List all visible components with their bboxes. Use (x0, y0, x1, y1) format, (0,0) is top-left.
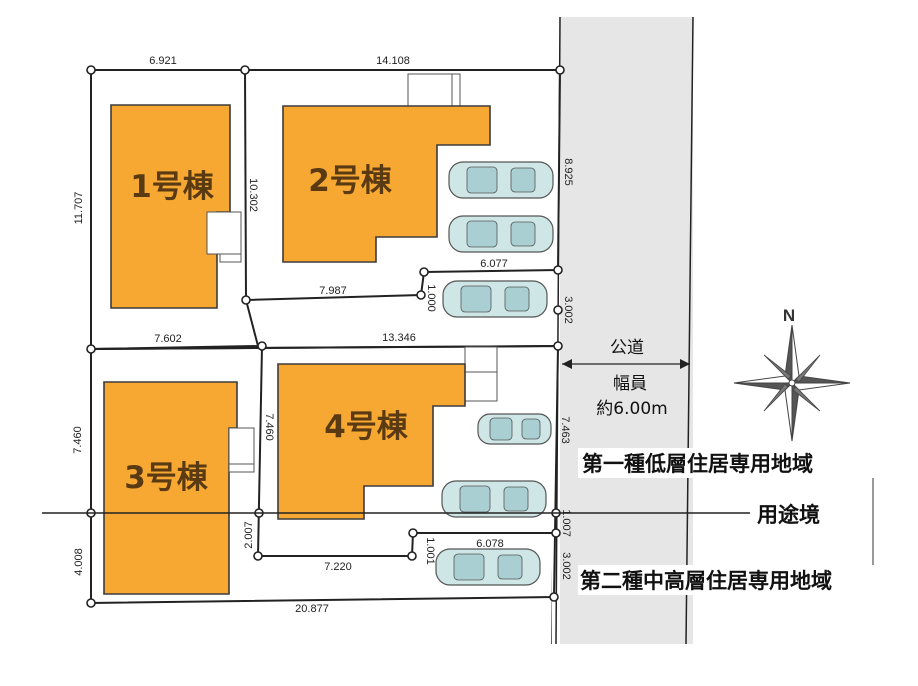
parking-car (441, 480, 547, 518)
dimension-label: 6.921 (149, 55, 177, 67)
building-2: 2号棟 (282, 73, 491, 263)
road-width-arrow (562, 359, 690, 369)
building-2-label: 2号棟 (308, 163, 393, 199)
parking-car (477, 413, 552, 445)
dimension-label: 13.346 (382, 332, 416, 344)
dimension-label: 3.002 (562, 296, 574, 324)
zoning-upper-label: 第一種低層住居専用地域 (582, 452, 813, 476)
parking-car (435, 548, 541, 586)
building-3-label: 3号棟 (124, 460, 209, 496)
building-4: 4号棟 (277, 346, 498, 520)
dimension-label: 4.008 (73, 548, 85, 576)
building-1: 1号棟 (110, 104, 242, 309)
dimension-label: 7.460 (72, 426, 84, 454)
zoning-boundary-label: 用途境 (757, 503, 820, 527)
dimension-label: 14.108 (376, 55, 410, 67)
dimension-label: 3.002 (560, 552, 572, 580)
building-3: 3号棟 (103, 381, 255, 595)
dimension-label: 7.220 (324, 561, 352, 573)
dimension-labels: 6.921 14.108 11.707 10.302 8.925 6.077 7… (72, 55, 574, 615)
compass-north-label: N (783, 306, 795, 325)
dimension-label: 7.987 (319, 285, 347, 297)
dimension-label: 6.077 (480, 258, 508, 270)
dimension-label: 11.707 (73, 192, 85, 225)
lot-1 (90, 69, 260, 351)
lot-2 (245, 69, 562, 301)
dimension-label: 1.000 (425, 284, 437, 312)
public-road (551, 16, 694, 645)
road-width-value: 約6.00m (596, 399, 667, 419)
dimension-label: 8.925 (562, 158, 574, 186)
road-surface (558, 17, 693, 644)
dimension-label: 6.078 (476, 538, 504, 550)
survey-points (86, 65, 565, 608)
zoning-lower-label: 第二種中高層住居専用地域 (580, 569, 832, 593)
dimension-label: 2.007 (243, 521, 255, 549)
dimension-label: 1.001 (424, 537, 436, 565)
lot-4 (258, 532, 556, 557)
dimension-label: 20.877 (295, 603, 329, 615)
dimension-label: 7.602 (154, 333, 182, 345)
dimension-label: 1.007 (560, 509, 572, 537)
road-name: 公道 (610, 338, 644, 358)
compass-icon (733, 324, 851, 442)
building-4-label: 4号棟 (324, 409, 409, 445)
dimension-label: 7.460 (263, 413, 275, 441)
dimension-label: 7.463 (559, 416, 571, 444)
parking-car (448, 215, 554, 253)
parking-car (442, 280, 548, 318)
parking-car (448, 161, 554, 199)
building-1-label: 1号棟 (130, 169, 215, 205)
dimension-label: 10.302 (247, 178, 259, 212)
road-width-label: 幅員 (613, 374, 647, 394)
